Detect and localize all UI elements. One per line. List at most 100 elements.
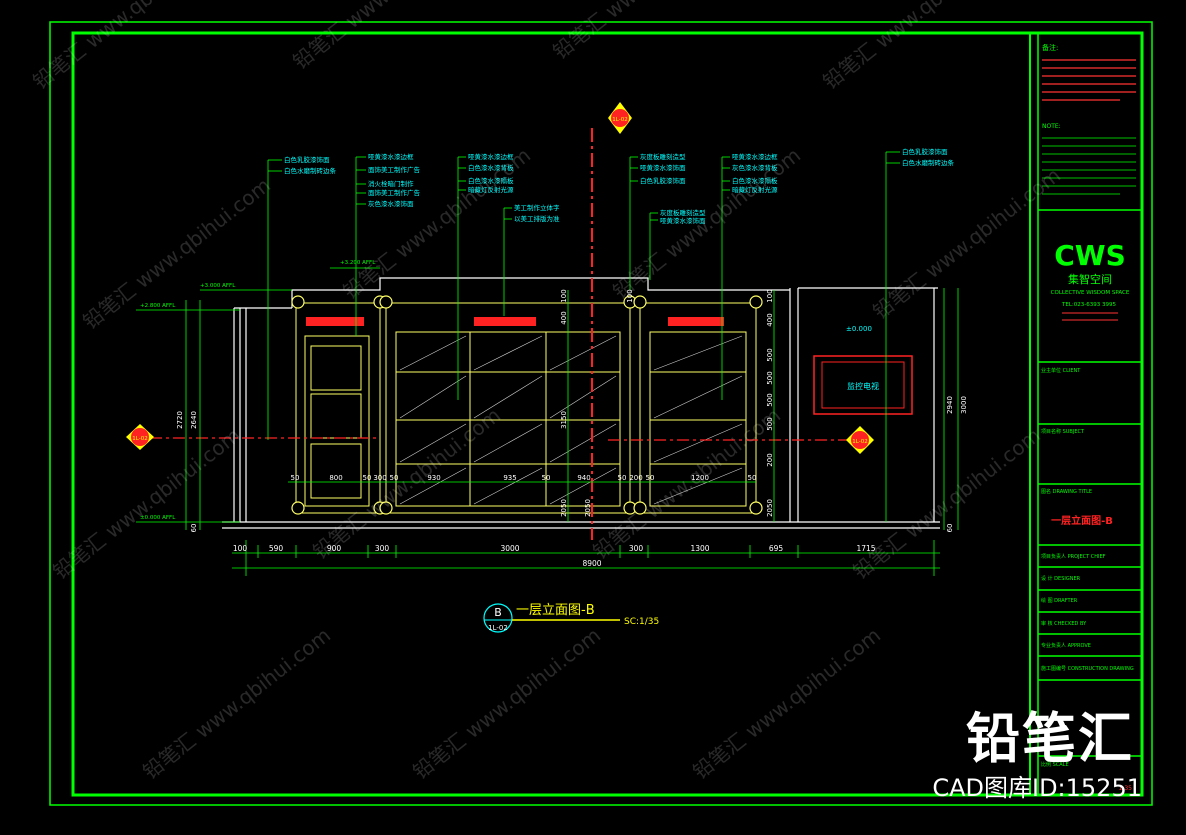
anno-7-0: 哑黄漆水漆边框	[732, 152, 778, 161]
anno-5-2: 白色乳胶漆饰面	[640, 176, 686, 185]
cabinet-ornaments	[291, 295, 763, 515]
dim-mv-0: 100	[626, 289, 634, 302]
watermark-repeat: 铅笔汇 www.qbihui.com	[48, 423, 245, 584]
tv-outer	[813, 355, 913, 415]
dim-rc-7: 2050	[766, 499, 774, 517]
section-marker-top: 1L-02	[608, 102, 632, 134]
dim-cv-3: 2050	[560, 499, 568, 517]
notes-lines	[1042, 59, 1136, 101]
notes-label: 备注:	[1042, 43, 1058, 52]
anno-2-1: 面饰美工制作广告	[368, 165, 421, 174]
project-label: 项目名称 SUBJECT	[1041, 428, 1085, 435]
dim-i-4: 50	[390, 474, 399, 482]
wall-outline	[222, 277, 940, 529]
dim-rv-0: 2940	[946, 396, 954, 414]
note-label-en: NOTE:	[1042, 123, 1061, 130]
title-block	[1037, 33, 1142, 795]
dim-cv-0: 100	[560, 289, 568, 302]
dim-i-9: 50	[618, 474, 627, 482]
watermark-repeat: 铅笔汇 www.qbihui.com	[408, 623, 605, 784]
title-symbol: B 1L-02	[483, 603, 513, 633]
anno-7-1: 灰色漆水漆背板	[732, 163, 778, 172]
title-row-4: 审 核 CHECKED BY	[1041, 620, 1087, 627]
dim-cv-1: 400	[560, 311, 568, 324]
title-row-6: 施工图编号 CONSTRUCTION DRAWING	[1041, 665, 1134, 672]
level-3000: +3.000 AFFL	[200, 283, 236, 289]
company-logo: CWS	[1054, 239, 1126, 272]
signage-plates	[306, 317, 724, 326]
anno-1-1: 白色水磨制砖边条	[284, 166, 337, 175]
company-tel: TEL:023-6393 3995	[1061, 302, 1116, 308]
dim-i-3: 300	[373, 474, 386, 482]
scale-label: 比例 SCALE	[1041, 761, 1069, 768]
section-lines	[150, 128, 850, 540]
anno-5-0: 灰度板雕刻造型	[640, 152, 686, 161]
company-name-cn: 集智空间	[1068, 272, 1112, 286]
tv-inner	[821, 361, 905, 409]
dim-i-2: 50	[363, 474, 372, 482]
anno-1-0: 白色乳胶漆饰面	[284, 155, 330, 164]
title-row-3: 绘 图 DRAFTER	[1041, 597, 1078, 604]
anno-5-1: 哑黄漆水漆饰面	[640, 163, 686, 172]
dim-rv-2: 60	[946, 524, 954, 533]
dim-i-0: 50	[291, 474, 300, 482]
cabinet-right	[639, 302, 757, 514]
drawing-scale: SC:1/35	[624, 617, 659, 627]
watermark-brand: 铅笔汇	[966, 707, 1134, 770]
dim-b-0: 100	[233, 544, 248, 553]
section-marker-right: 1L-02	[846, 426, 874, 454]
dim-i-8: 940	[577, 474, 590, 482]
dim-lv-0: 2720	[176, 411, 184, 429]
dim-b-5: 300	[629, 544, 644, 553]
title-symbol-sheet: 1L-02	[488, 624, 508, 632]
cabinet-glass	[399, 335, 743, 505]
dim-mv-1: 2050	[584, 499, 592, 517]
dim-total: 8900	[582, 559, 601, 568]
tv-label: 监控电视	[847, 381, 879, 391]
watermark-repeat: 铅笔汇 www.qbihui.com	[608, 143, 805, 304]
dim-rc-1: 400	[766, 313, 774, 326]
dim-i-7: 50	[542, 474, 551, 482]
dim-i-10: 200	[629, 474, 642, 482]
watermark-repeat: 铅笔汇 www.qbihui.com	[818, 0, 1015, 94]
watermark-repeat: 铅笔汇 www.qbihui.com	[688, 623, 885, 784]
anno-3-0: 哑黄漆水漆边框	[468, 152, 514, 161]
dim-lv-1: 2640	[190, 411, 198, 429]
anno-8-1: 白色水磨制砖边条	[902, 158, 955, 167]
dim-rc-6: 200	[766, 453, 774, 466]
watermark-id: CAD图库ID:15251	[932, 774, 1142, 802]
dim-i-11: 50	[646, 474, 655, 482]
title-row-2: 设 计 DESIGNER	[1041, 575, 1081, 582]
anno-2-4: 灰色漆水漆饰面	[368, 199, 414, 208]
anno-2-0: 哑黄漆水漆边框	[368, 152, 414, 161]
level-lines	[136, 267, 380, 523]
dim-b-3: 300	[375, 544, 390, 553]
anno-8-0: 白色乳胶漆饰面	[902, 147, 948, 156]
drawing-title-label: 图名 DRAWING TITLE	[1041, 488, 1092, 495]
watermark-repeat: 铅笔汇 www.qbihui.com	[288, 0, 485, 74]
anno-2-3: 面饰美工制作广告	[368, 188, 421, 197]
watermark-repeat: 铅笔汇 www.qbihui.com	[848, 423, 1045, 584]
dim-rv-1: 3000	[960, 396, 968, 414]
dim-b-1: 590	[269, 544, 284, 553]
anno-7-2: 白色漆水漆隔板	[732, 176, 778, 185]
dim-i-1: 800	[329, 474, 342, 482]
dim-b-6: 1300	[690, 544, 709, 553]
cabinet-center	[385, 302, 631, 514]
dim-b-8: 1715	[856, 544, 875, 553]
note-lines-en	[1042, 137, 1136, 195]
title-row-1: 项目负责人 PROJECT CHIEF	[1041, 553, 1106, 560]
drawing-title-value: 一层立面图-B	[1051, 514, 1113, 527]
title-symbol-letter: B	[494, 606, 502, 619]
client-label: 业主单位 CLIENT	[1041, 367, 1081, 374]
anno-4-1: 以美工排版为准	[514, 214, 560, 223]
dim-cv-2: 3150	[560, 411, 568, 429]
watermark-repeat: 铅笔汇 www.qbihui.com	[28, 0, 225, 94]
dim-rc-4: 500	[766, 393, 774, 406]
floor-mark: ±0.000	[846, 325, 872, 333]
dim-i-13: 50	[748, 474, 757, 482]
anno-6-0: 灰度板雕刻造型	[660, 208, 706, 217]
anno-6-1: 哑黄漆水漆饰面	[660, 216, 706, 225]
dim-b-7: 695	[769, 544, 784, 553]
